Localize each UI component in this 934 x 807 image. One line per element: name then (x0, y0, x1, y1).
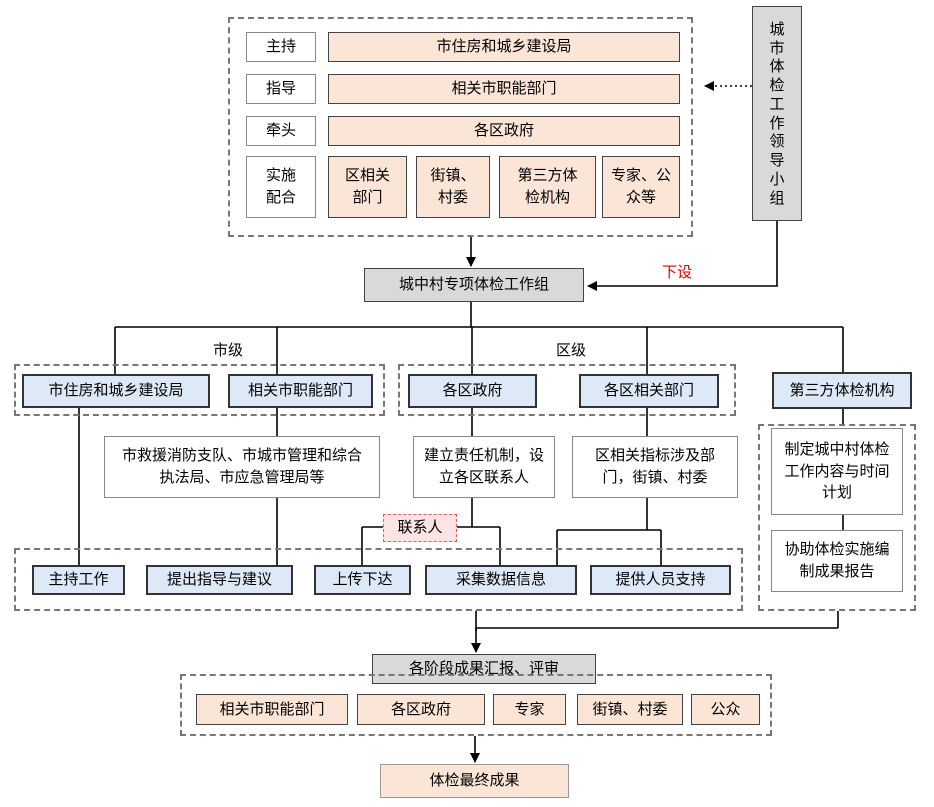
contact-person-badge: 联系人 (383, 514, 457, 542)
role-label-lead: 牵头 (246, 116, 316, 146)
review-stage-box: 各阶段成果汇报、评审 (372, 654, 596, 684)
city-level-label: 市级 (209, 339, 248, 360)
district-departments-description: 区相关指标涉及部门，街镇、村委 (572, 436, 738, 498)
village-inspection-group: 城中村专项体检工作组 (364, 268, 584, 302)
city-level-group (14, 364, 385, 416)
third-party-tasks-group (758, 424, 916, 611)
review-participants-group (180, 674, 772, 736)
district-level-label: 区级 (552, 339, 591, 360)
role-value-lead: 各区政府 (328, 116, 680, 146)
action-personnel-support: 提供人员支持 (590, 565, 731, 595)
action-collect-data: 采集数据信息 (425, 565, 577, 595)
implement-item-third-party: 第三方体检机构 (499, 156, 596, 218)
review-participant-district-gov: 各区政府 (357, 694, 485, 725)
role-label-guide: 指导 (246, 74, 316, 104)
action-host-work: 主持工作 (32, 565, 125, 595)
third-party-task-plan: 制定城中村体检工作内容与时间计划 (771, 428, 903, 515)
action-relay: 上传下达 (314, 565, 411, 595)
review-participant-experts: 专家 (493, 694, 566, 725)
review-participant-public: 公众 (691, 694, 760, 725)
city-functional-departments: 相关市职能部门 (228, 374, 373, 408)
role-value-guide: 相关市职能部门 (328, 74, 680, 104)
city-housing-bureau: 市住房和城乡建设局 (22, 374, 210, 408)
implement-item-district-departments: 区相关部门 (328, 156, 407, 218)
implement-item-experts-public: 专家、公众等 (602, 156, 680, 218)
subset-label: 下设 (662, 263, 693, 281)
leadership-roles-group (228, 17, 693, 237)
district-gov-description: 建立责任机制，设立各区联系人 (413, 436, 555, 498)
third-party-agency: 第三方体检机构 (772, 372, 912, 409)
district-related-departments: 各区相关部门 (579, 374, 719, 408)
arrow-subset-line (587, 221, 778, 291)
action-guidance: 提出指导与建议 (146, 565, 293, 595)
implement-item-towns-villages: 街镇、村委 (416, 156, 490, 218)
actions-group (14, 548, 743, 611)
third-party-task-report: 协助体检实施编制成果报告 (771, 530, 903, 592)
district-level-group (398, 364, 736, 416)
district-governments: 各区政府 (408, 374, 537, 408)
review-participant-city-departments: 相关市职能部门 (196, 694, 348, 725)
role-value-host: 市住房和城乡建设局 (328, 32, 680, 62)
leading-group-box: 城市体检工作领导小组 (752, 6, 802, 221)
role-label-host: 主持 (246, 32, 316, 62)
city-departments-description: 市救援消防支队、市城市管理和综合执法局、市应急管理局等 (104, 436, 380, 498)
role-label-implement: 实施配合 (246, 156, 316, 218)
review-participant-towns-villages: 街镇、村委 (577, 694, 683, 725)
final-result-box: 体检最终成果 (380, 764, 569, 798)
